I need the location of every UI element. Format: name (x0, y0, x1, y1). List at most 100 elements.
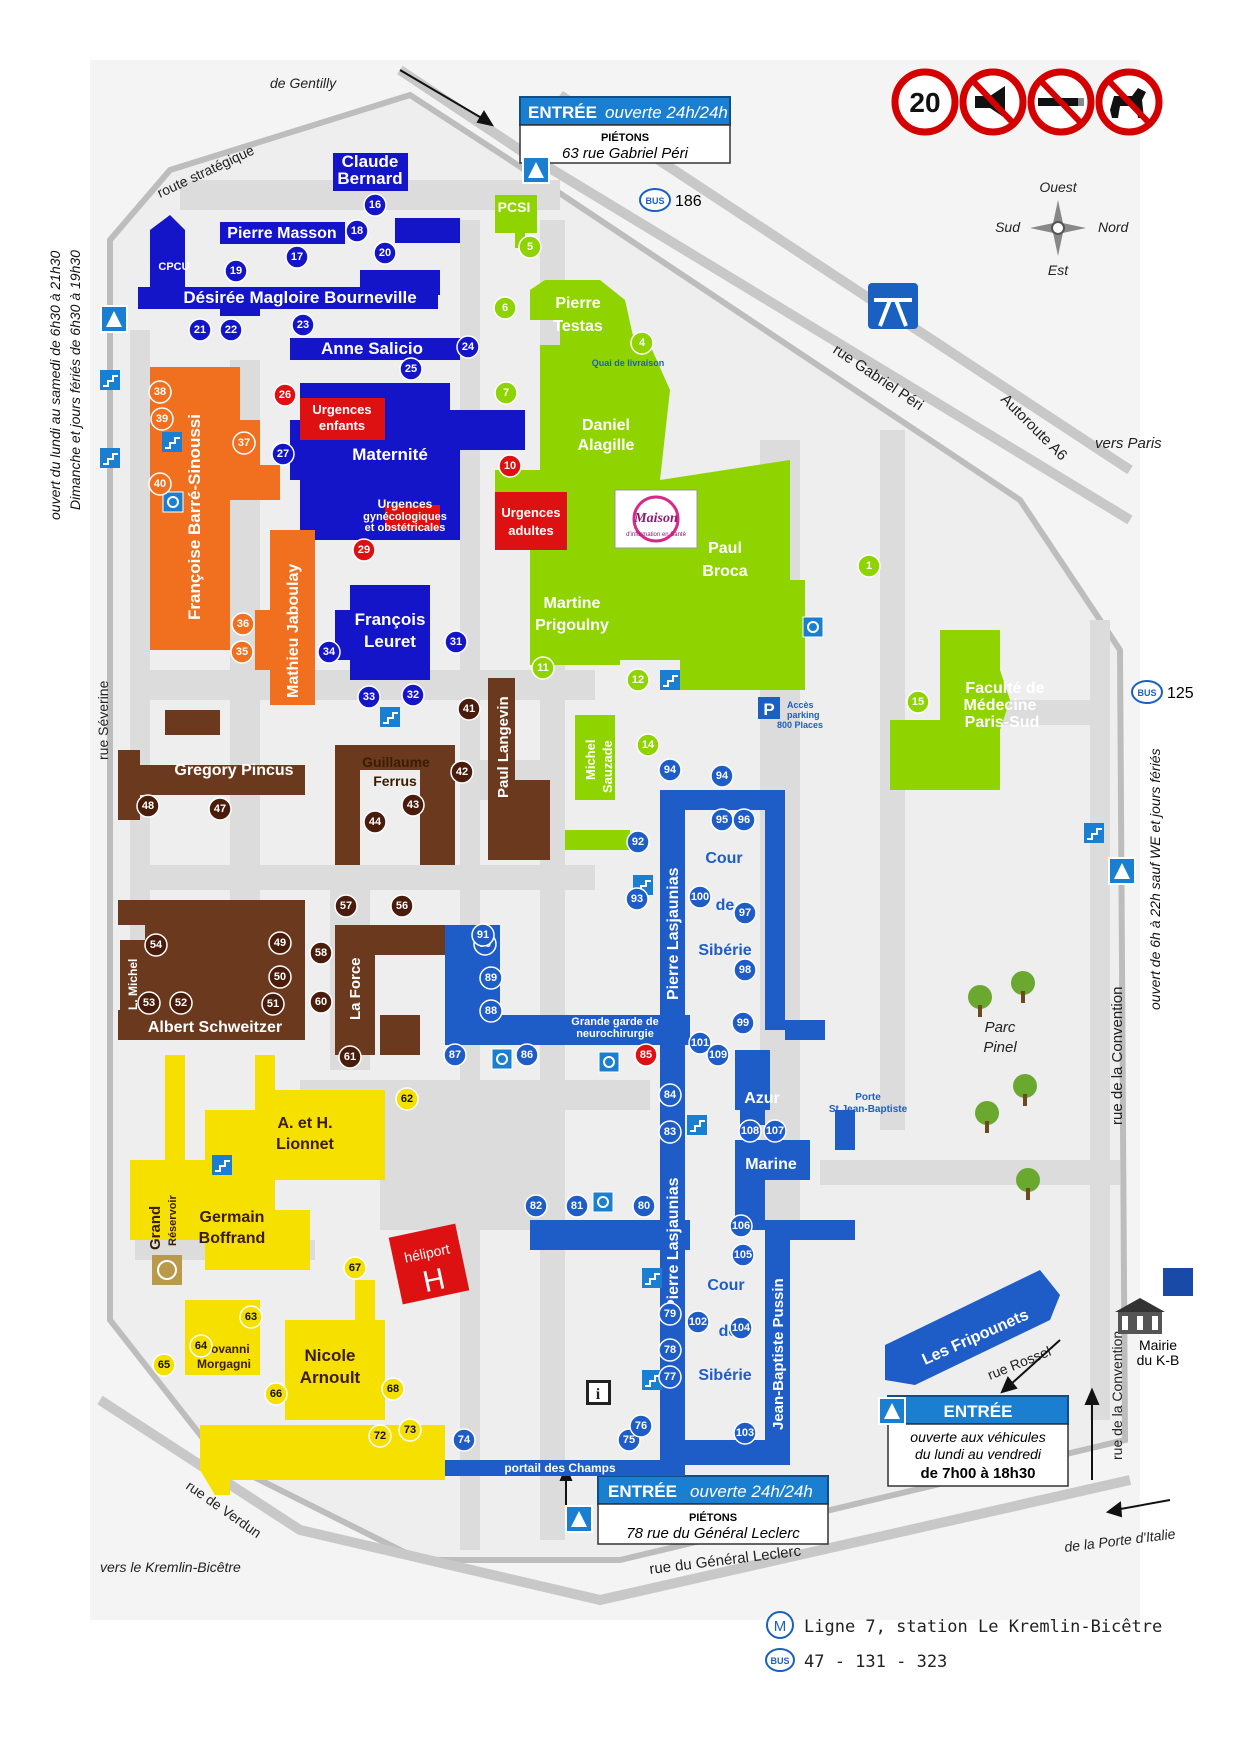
street-convention-1: rue de la Convention (1109, 987, 1126, 1125)
marker-number: 1 (866, 560, 872, 572)
marker-number: 17 (291, 251, 303, 263)
marker-number: 21 (194, 324, 206, 336)
marker-circle (395, 1087, 419, 1111)
stairs-icon (687, 1115, 707, 1135)
marker-number: 81 (571, 1200, 583, 1212)
svg-text:125: 125 (1167, 685, 1194, 702)
marker-number: 34 (323, 646, 336, 658)
svg-text:PIÉTONS: PIÉTONS (601, 131, 649, 144)
marker-number: 64 (195, 1340, 208, 1352)
marker-circle (309, 990, 333, 1014)
stairs-icon (1084, 823, 1104, 843)
marker-circle (494, 381, 518, 405)
marker-44: 44 (363, 810, 387, 834)
stairs-icon (100, 448, 120, 468)
svg-text:de 7h00 à 18h30: de 7h00 à 18h30 (920, 1465, 1035, 1482)
marker-4: 4 (630, 331, 654, 355)
marker-number: 14 (642, 739, 655, 751)
wheelchair-icon (491, 1048, 513, 1070)
label-daniel-alagille-2: Alagille (578, 437, 635, 454)
svg-text:M: M (774, 1618, 787, 1635)
label-paul-broca-1: Paul (708, 540, 742, 557)
stairs-icon (642, 1370, 662, 1390)
marker-53: 53 (137, 991, 161, 1015)
marker-number: 102 (689, 1316, 707, 1328)
marker-88: 88 (479, 999, 503, 1023)
wheelchair-icon (592, 1191, 614, 1213)
marker-94: 94 (658, 758, 682, 782)
building-gregory-pincus (135, 765, 305, 795)
marker-number: 24 (462, 341, 475, 353)
marker-circle (357, 685, 381, 709)
entry-south: ENTRÉE ouverte 24h/24h PIÉTONS 78 rue du… (597, 1475, 829, 1545)
marker-77: 77 (658, 1365, 682, 1389)
grand-reservoir-icon (152, 1255, 182, 1285)
marker-61: 61 (338, 1045, 362, 1069)
marker-circle (731, 1243, 755, 1267)
marker-number: 40 (154, 478, 166, 490)
building-pcsi (495, 195, 537, 233)
label-leuret-2: Leuret (364, 632, 416, 651)
tree-icon (1016, 1168, 1040, 1200)
label-cour-2c: Sibérie (698, 1367, 751, 1384)
parking-label-1: Accès (787, 700, 814, 710)
building-schweitzer (118, 900, 305, 1040)
stairs-icon (162, 432, 182, 452)
marker-number: 85 (640, 1049, 652, 1061)
label-cour-1a: Cour (705, 850, 742, 867)
marker-54: 54 (144, 933, 168, 957)
svg-text:ENTRÉE: ENTRÉE (608, 1482, 677, 1501)
marker-circle (169, 991, 193, 1015)
marker-102: 102 (686, 1310, 710, 1334)
marker-number: 75 (623, 1434, 635, 1446)
label-pierre-masson: Pierre Masson (227, 225, 336, 242)
marker-number: 78 (664, 1344, 676, 1356)
marker-number: 94 (664, 764, 677, 776)
marker-19: 19 (224, 259, 248, 283)
label-martine-2: Prigoulny (535, 617, 609, 634)
label-pussin: Jean-Baptiste Pussin (770, 1278, 787, 1430)
building-arnoult (285, 1280, 385, 1420)
portail-des-champs (445, 1460, 685, 1476)
maison-info-sante-logo (614, 489, 698, 549)
marker-circle (231, 612, 255, 636)
marker-circle (629, 1414, 653, 1438)
marker-22: 22 (219, 318, 243, 342)
marker-91: 91 (471, 923, 495, 947)
label-cpcu: CPCU (158, 261, 189, 273)
tree-icon (1011, 971, 1035, 1003)
marker-number: 52 (175, 997, 187, 1009)
label-quai: Quai de livraison (592, 358, 665, 368)
marker-circle (148, 380, 172, 404)
building-urgences-adultes (495, 492, 567, 550)
info-icon: i (586, 1380, 611, 1405)
marker-101: 101 (688, 1031, 712, 1055)
wheelchair-icon (802, 616, 824, 638)
marker-100: 100 (688, 885, 712, 909)
compass-sud: Sud (995, 219, 1021, 235)
marker-34: 34 (317, 640, 341, 664)
marker-circle (634, 1043, 658, 1067)
traffic-signs: 20 (891, 68, 1163, 136)
marker-number: 106 (732, 1220, 750, 1232)
label-langevin: Paul Langevin (495, 696, 512, 798)
marker-66: 66 (264, 1382, 288, 1406)
marker-number: 62 (401, 1093, 413, 1105)
marker-circle (381, 1377, 405, 1401)
marker-52: 52 (169, 991, 193, 1015)
marker-number: 108 (741, 1125, 759, 1137)
svg-text:78 rue du Général Leclerc: 78 rue du Général Leclerc (626, 1525, 800, 1542)
marker-circle (710, 764, 734, 788)
stairs-icon (642, 1268, 662, 1288)
label-morgagni-2: Morgagni (197, 1357, 251, 1371)
marker-number: 48 (142, 800, 154, 812)
marker-78: 78 (658, 1338, 682, 1362)
marker-number: 103 (736, 1427, 754, 1439)
marker-number: 95 (716, 814, 728, 826)
park-trees (968, 971, 1040, 1200)
marker-96: 96 (732, 808, 756, 832)
marker-number: 73 (404, 1424, 416, 1436)
marker-80: 80 (632, 1194, 656, 1218)
marker-82: 82 (524, 1194, 548, 1218)
marker-circle (150, 407, 174, 431)
